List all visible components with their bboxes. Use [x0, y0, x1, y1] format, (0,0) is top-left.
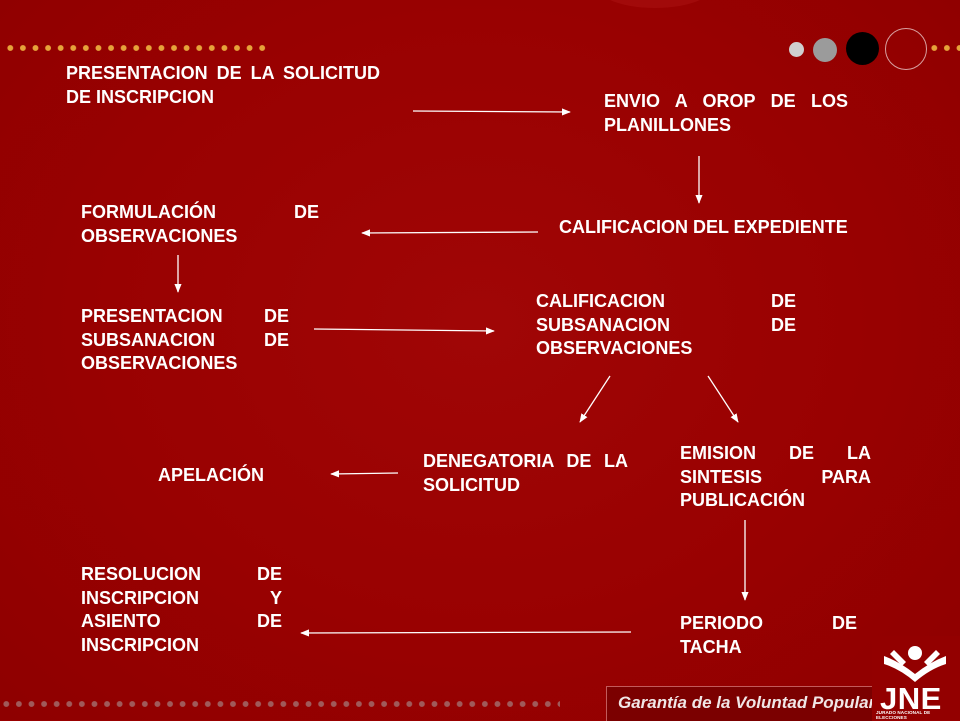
jne-logo-text: JNE — [880, 681, 942, 716]
arrow-subsanacion-to-denegatoria — [579, 375, 611, 423]
arrow-denegatoria-to-apelacion — [330, 470, 399, 478]
decorative-dots-top-right — [928, 44, 960, 52]
arrow-tacha-to-resolucion — [300, 629, 632, 637]
arrow-calificacion-to-formulacion — [361, 229, 539, 237]
jne-logo-subtitle: JURADO NACIONAL DE ELECCIONES — [876, 710, 931, 720]
node-emision-sintesis: EMISION DE LA SINTESIS PARA PUBLICACIÓN — [680, 443, 871, 510]
decorative-circle-outline — [885, 28, 927, 70]
footer-tagline: Garantía de la Voluntad Popular — [618, 693, 876, 712]
decorative-dots-top — [4, 44, 266, 52]
decorative-dots-bottom — [0, 700, 560, 708]
jne-logo — [872, 636, 960, 720]
node-envio-planillones: ENVIO A OROP DE LOS PLANILLONES — [604, 91, 848, 135]
node-presentacion-subsanacion: PRESENTACION DE SUBSANACION DE OBSERVACI… — [81, 306, 289, 373]
arrow-presentacion-to-calificacion-subsanacion — [313, 327, 495, 335]
decorative-circle-small — [789, 42, 804, 57]
node-apelacion: APELACIÓN — [158, 465, 265, 485]
node-formulacion-observaciones: FORMULACIÓN DE OBSERVACIONES — [81, 202, 319, 246]
footer-band — [606, 686, 872, 721]
node-calificacion-subsanacion: CALIFICACION DE SUBSANACION DE OBSERVACI… — [536, 291, 796, 358]
decorative-blob — [600, 0, 710, 8]
arrow-solicitud-to-envio — [412, 108, 571, 116]
decorative-circle-medium — [813, 38, 837, 62]
node-calificacion-expediente: CALIFICACION DEL EXPEDIENTE — [559, 217, 848, 237]
node-resolucion-inscripcion: RESOLUCION DE INSCRIPCION Y ASIENTO DE I… — [81, 564, 282, 655]
node-periodo-tacha: PERIODO DE TACHA — [680, 613, 857, 657]
jne-emblem-icon — [884, 646, 946, 682]
node-presentacion-solicitud: PRESENTACION DE LA SOLICITUD DE INSCRIPC… — [66, 63, 380, 107]
node-denegatoria: DENEGATORIA DE LA SOLICITUD — [423, 451, 628, 495]
arrow-subsanacion-to-emision — [707, 375, 739, 423]
decorative-circle-large — [846, 32, 879, 65]
